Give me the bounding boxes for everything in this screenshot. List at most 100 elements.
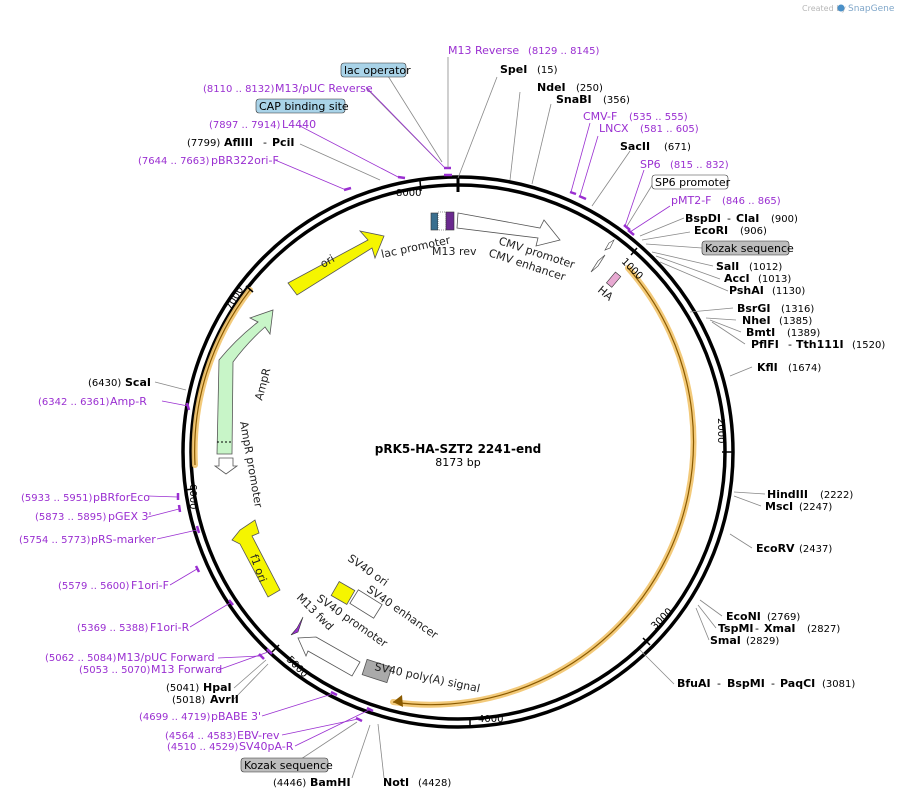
pmt2-feature[interactable] — [604, 239, 615, 251]
enzyme-pflfi-name[interactable]: PflFI — [751, 338, 779, 351]
enzyme-econi-name[interactable]: EcoNI — [726, 610, 761, 623]
enzyme-sacii-name[interactable]: SacII — [620, 140, 650, 153]
primer-m13-forward-range: (5053 .. 5070) — [79, 665, 151, 676]
primer-prs-marker-name[interactable]: pRS-marker — [91, 533, 156, 546]
ori-feature[interactable] — [287, 230, 385, 296]
enzyme-bsrgi-pos: (1316) — [781, 304, 814, 315]
enzyme-acci-pos: (1013) — [758, 274, 791, 285]
tick-marks — [183, 180, 732, 727]
primer-sp6-name[interactable]: SP6 — [640, 158, 661, 171]
lac-promoter-feature[interactable] — [437, 211, 447, 231]
primer-pbrforeco-name[interactable]: pBRforEco — [93, 491, 150, 504]
ampr-feature[interactable] — [216, 309, 274, 455]
primer-pgex3-name[interactable]: pGEX 3' — [108, 510, 152, 523]
sv40-promoter-feature[interactable] — [297, 636, 361, 677]
enzyme-bsrgi-name[interactable]: BsrGI — [737, 302, 770, 315]
enzyme-bfuai-name[interactable]: BfuAI — [677, 677, 711, 690]
enzyme-scai-name[interactable]: ScaI — [125, 376, 151, 389]
sv40-enhancer-feature[interactable] — [349, 589, 383, 619]
primer-m13-forward-name[interactable]: M13 Forward — [151, 663, 222, 676]
enzyme-avrii-name[interactable]: AvrII — [210, 693, 239, 706]
enzyme-ecori-name[interactable]: EcoRI — [694, 224, 728, 237]
primer-sp6-range: (815 .. 832) — [670, 160, 729, 171]
primer-l4440-name[interactable]: L4440 — [282, 118, 316, 131]
primer-sv40pa-r-name[interactable]: SV40pA-R — [239, 740, 294, 753]
lac-operator-box[interactable] — [340, 62, 407, 78]
enzyme-snabi-name[interactable]: SnaBI — [556, 93, 592, 106]
primer-ebv-rev-range: (4564 .. 4583) — [165, 731, 237, 742]
enzyme-smai-name[interactable]: SmaI — [710, 634, 741, 647]
primer-f1ori-f-name[interactable]: F1ori-F — [131, 579, 169, 592]
ampr-label: AmpR — [252, 366, 273, 401]
enzyme-ecorv-name[interactable]: EcoRV — [756, 542, 795, 555]
primer-m13puc-forward-name[interactable]: M13/pUC Forward — [117, 651, 215, 664]
primer-m13-reverse-name[interactable]: M13 Reverse — [448, 44, 519, 57]
cmv-feature[interactable] — [456, 212, 561, 247]
enzyme-noti-name[interactable]: NotI — [383, 776, 409, 789]
enzyme-paqci-name[interactable]: PaqCI — [780, 677, 815, 690]
enzyme-ecori-pos: (906) — [740, 226, 767, 237]
ha-tag-feature[interactable] — [606, 271, 622, 288]
primer-lncx-name[interactable]: LNCX — [599, 122, 629, 135]
sv40-ori-feature[interactable] — [330, 581, 356, 605]
primer-pbrforeco-range: (5933 .. 5951) — [21, 493, 93, 504]
enzyme-kfli-name[interactable]: KflI — [757, 361, 778, 374]
kozak-sequence-box-top[interactable] — [701, 240, 790, 256]
enzyme-acci-name[interactable]: AccI — [724, 272, 750, 285]
enzyme-spei-name[interactable]: SpeI — [500, 63, 527, 76]
enzyme-bmti-name[interactable]: BmtI — [746, 326, 775, 339]
primer-f1ori-r-range: (5369 .. 5388) — [77, 623, 149, 634]
enzyme-ndei-pos: (250) — [576, 83, 603, 94]
sp6-promoter-box[interactable] — [651, 174, 729, 190]
primer-amp-r-name[interactable]: Amp-R — [110, 395, 147, 408]
enzyme-dash: - — [771, 677, 775, 690]
primer-sv40pa-r-range: (4510 .. 4529) — [167, 742, 239, 753]
enzyme-nhei-name[interactable]: NheI — [742, 314, 771, 327]
enzyme-hindiii-name[interactable]: HindIII — [767, 488, 808, 501]
primer-pbabe3-name[interactable]: pBABE 3' — [211, 710, 261, 723]
primer-connector-lines — [147, 86, 671, 747]
enzyme-tth111i-name[interactable]: Tth111I — [796, 338, 844, 351]
sp6-promoter-label: SP6 promoter — [655, 176, 731, 189]
sv40-ori-label: SV40 ori — [345, 552, 390, 589]
sv40-polya-feature[interactable] — [361, 658, 393, 684]
enzyme-sali-name[interactable]: SalI — [716, 260, 739, 273]
enzyme-dash: - — [727, 212, 731, 225]
enzyme-ecorv-pos: (2437) — [799, 544, 832, 555]
enzyme-pshai-name[interactable]: PshAI — [729, 284, 764, 297]
ampr-promoter-feature[interactable] — [213, 457, 239, 475]
enzyme-dash: - — [788, 338, 792, 351]
enzyme-hpai-name[interactable]: HpaI — [203, 681, 232, 694]
ampr-promoter-label: AmpR promoter — [237, 420, 265, 509]
sp6-promoter-feature[interactable] — [590, 254, 606, 273]
primer-pbr322ori-f-name[interactable]: pBR322ori-F — [211, 154, 279, 167]
primer-f1ori-r-name[interactable]: F1ori-R — [150, 621, 190, 634]
snapgene-brand-text: SnapGene — [848, 4, 895, 14]
orf-arrow-insert — [392, 267, 695, 706]
enzyme-clai-name[interactable]: ClaI — [736, 212, 759, 225]
enzyme-nhei-pos: (1385) — [779, 316, 812, 327]
f1-ori-feature[interactable] — [231, 519, 281, 598]
created-by-text: Created by — [802, 4, 846, 13]
primer-m13puc-reverse-range: (8110 .. 8132) — [203, 84, 275, 95]
enzyme-ndei-name[interactable]: NdeI — [537, 81, 566, 94]
m13-rev-feature[interactable] — [445, 211, 455, 231]
enzyme-afliii-pos: (7799) — [187, 138, 220, 149]
enzyme-bspdi-name[interactable]: BspDI — [685, 212, 721, 225]
primer-cmv-f-name[interactable]: CMV-F — [583, 110, 617, 123]
primer-prs-marker-range: (5754 .. 5773) — [19, 535, 91, 546]
primer-pmt2-f-name[interactable]: pMT2-F — [671, 194, 712, 207]
enzyme-bspmi-name[interactable]: BspMI — [727, 677, 765, 690]
lac-operator-feature[interactable] — [430, 212, 439, 231]
enzyme-xmai-name[interactable]: XmaI — [764, 622, 795, 635]
primer-ebv-rev-name[interactable]: EBV-rev — [237, 729, 280, 742]
enzyme-bamhi-name[interactable]: BamHI — [310, 776, 351, 789]
kozak-sequence-box-bottom[interactable] — [240, 757, 329, 773]
primer-m13puc-reverse-name[interactable]: M13/pUC Reverse — [275, 82, 373, 95]
m13-fwd-feature[interactable] — [290, 616, 304, 636]
enzyme-tspmi-name[interactable]: TspMI — [718, 622, 754, 635]
enzyme-afliii-name[interactable]: AflIII — [224, 136, 253, 149]
enzyme-msci-name[interactable]: MscI — [765, 500, 793, 513]
enzyme-pcii-name[interactable]: PciI — [272, 136, 294, 149]
cap-binding-site-box[interactable] — [255, 98, 346, 114]
